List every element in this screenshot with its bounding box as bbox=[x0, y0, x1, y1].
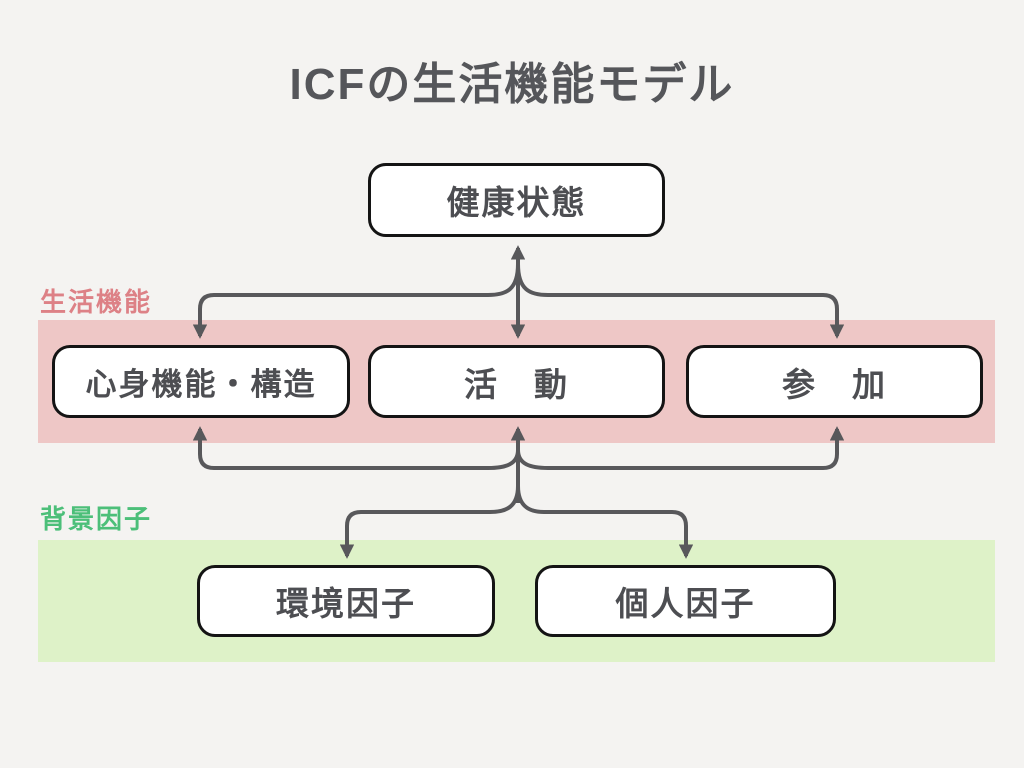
node-activity: 活 動 bbox=[368, 345, 665, 418]
background-factors-band bbox=[38, 540, 995, 662]
node-health-condition: 健康状態 bbox=[368, 163, 665, 237]
node-body-functions-structure: 心身機能・構造 bbox=[52, 345, 350, 418]
node-personal-factors: 個人因子 bbox=[535, 565, 836, 637]
node-environmental-factors: 環境因子 bbox=[197, 565, 495, 637]
node-participation: 参 加 bbox=[686, 345, 983, 418]
page-title: ICFの生活機能モデル bbox=[289, 60, 735, 109]
life-functioning-label: 生活機能 bbox=[40, 287, 153, 317]
background-factors-label: 背景因子 bbox=[40, 504, 153, 534]
